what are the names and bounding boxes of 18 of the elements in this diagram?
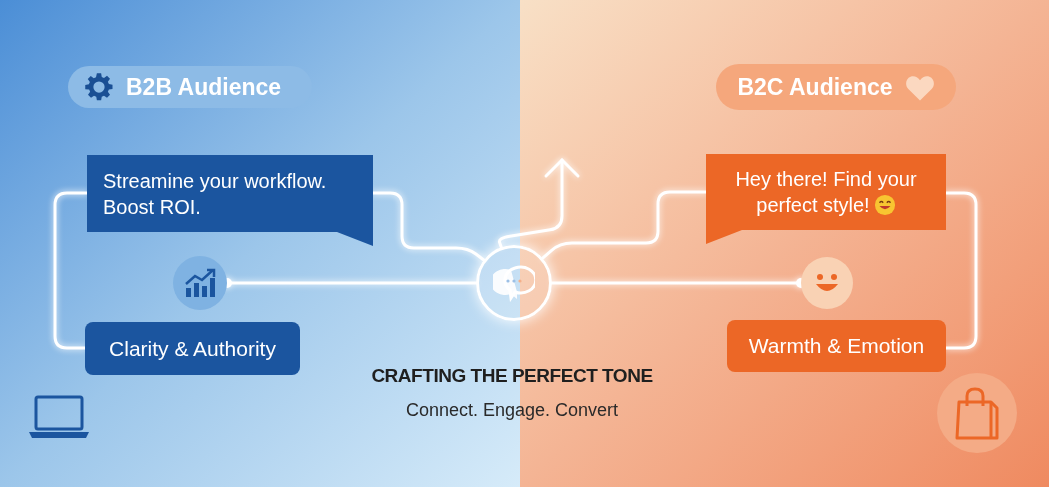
audience-pill	[68, 66, 312, 108]
tagline-subtext: Connect. Engage. Convert	[405, 398, 619, 422]
tagline-heading: CRAFTING THE PERFECT TONE	[371, 364, 653, 388]
node-text: B2C Audience	[737, 72, 893, 102]
audience-pill	[716, 64, 956, 110]
node-text: B2B Audience	[126, 72, 282, 102]
tone-label-box	[727, 320, 946, 372]
connector-line	[541, 190, 708, 260]
connector-line	[944, 191, 978, 350]
node-text: Hey there! Find your perfect style!	[734, 167, 918, 218]
arrow	[497, 158, 580, 249]
node-text: Clarity & Authority	[109, 335, 276, 362]
node-text: Warmth & Emotion	[748, 333, 925, 360]
tone-label-box	[85, 322, 300, 375]
speech-bubble	[87, 155, 373, 246]
node-text: Streamine your workflow. Boost ROI.	[103, 168, 328, 220]
speech-bubble	[706, 154, 946, 244]
connector-line	[53, 191, 89, 350]
